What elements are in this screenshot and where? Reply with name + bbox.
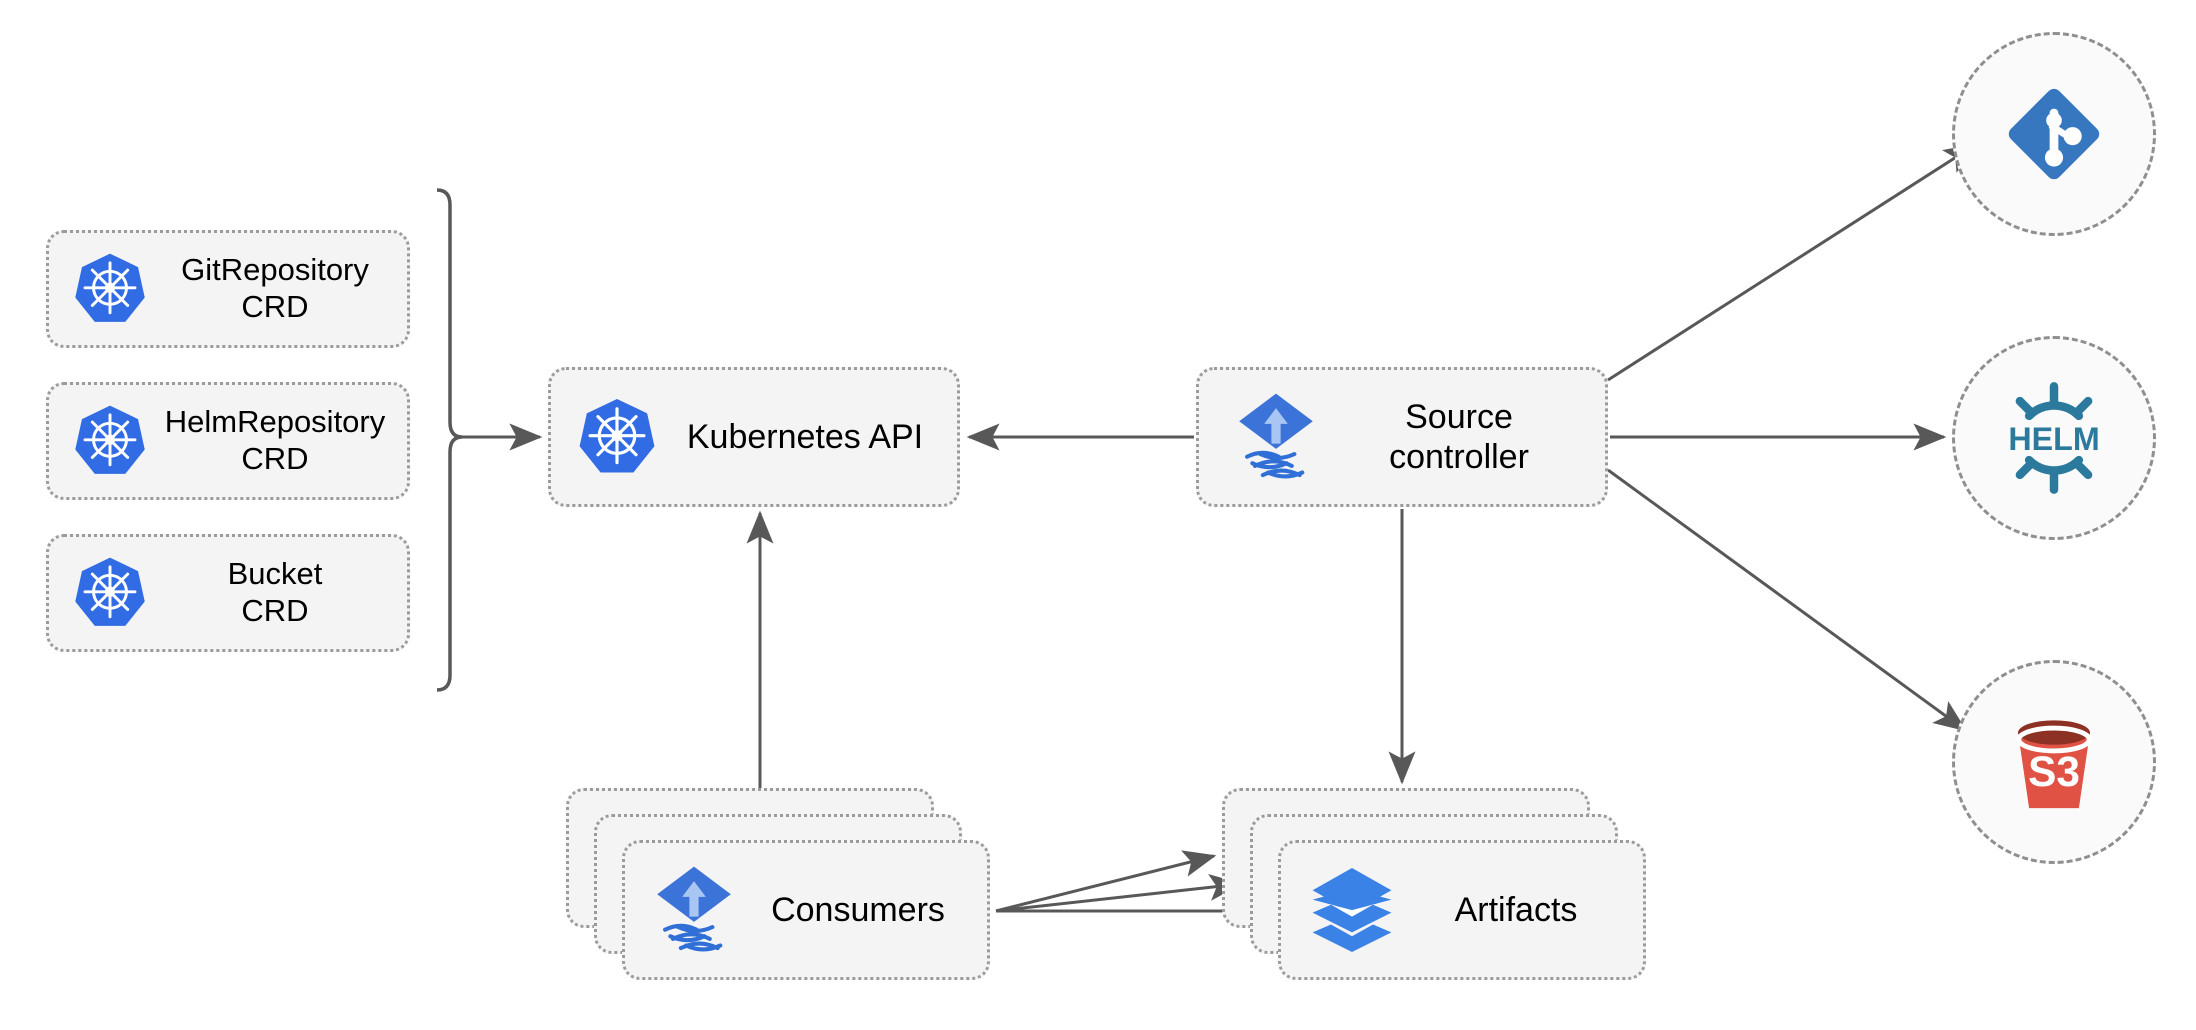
node-label: Kubernetes API bbox=[686, 417, 924, 456]
kubernetes-icon bbox=[71, 402, 149, 480]
crd-box-helmrepository[interactable]: HelmRepository CRD bbox=[46, 382, 410, 500]
kubernetes-icon bbox=[71, 250, 149, 328]
external-source-git[interactable] bbox=[1952, 32, 2156, 236]
node-label: Consumers bbox=[771, 890, 945, 929]
kubernetes-icon bbox=[71, 554, 149, 632]
helm-wordmark: HELM bbox=[2008, 421, 2099, 457]
node-source-controller[interactable]: Source controller bbox=[1196, 367, 1608, 507]
git-icon bbox=[1996, 76, 2112, 192]
node-artifacts[interactable]: Artifacts bbox=[1222, 788, 1652, 988]
crd-label: HelmRepository CRD bbox=[164, 404, 386, 476]
helm-icon: HELM bbox=[1995, 379, 2113, 497]
external-source-s3[interactable]: S3 bbox=[1952, 660, 2156, 864]
edge-source-controller-to-git bbox=[1607, 143, 1978, 382]
kubernetes-icon bbox=[575, 395, 659, 479]
crd-box-bucket[interactable]: Bucket CRD bbox=[46, 534, 410, 652]
node-label: Artifacts bbox=[1454, 890, 1578, 929]
flux-icon bbox=[1233, 391, 1319, 483]
external-source-helm[interactable]: HELM bbox=[1952, 336, 2156, 540]
stack-sheet-front[interactable]: Consumers bbox=[622, 840, 990, 980]
s3-bucket-icon: S3 bbox=[1995, 703, 2113, 821]
edge-consumers-to-artifacts-2 bbox=[995, 873, 1243, 913]
flux-icon bbox=[651, 864, 737, 956]
node-consumers[interactable]: Consumers bbox=[566, 788, 996, 988]
crd-label: GitRepository CRD bbox=[181, 252, 369, 324]
edge-consumers-to-artifacts-1 bbox=[995, 850, 1217, 913]
edge-source-controller-to-s3 bbox=[1607, 468, 1967, 732]
layers-icon bbox=[1307, 864, 1397, 956]
node-kubernetes-api[interactable]: Kubernetes API bbox=[548, 367, 960, 507]
node-label: Source controller bbox=[1389, 397, 1529, 476]
crd-label: Bucket CRD bbox=[227, 556, 323, 628]
crd-group-bracket bbox=[436, 188, 463, 692]
stack-sheet-front[interactable]: Artifacts bbox=[1278, 840, 1646, 980]
s3-wordmark: S3 bbox=[2028, 748, 2080, 795]
crd-box-gitrepository[interactable]: GitRepository CRD bbox=[46, 230, 410, 348]
